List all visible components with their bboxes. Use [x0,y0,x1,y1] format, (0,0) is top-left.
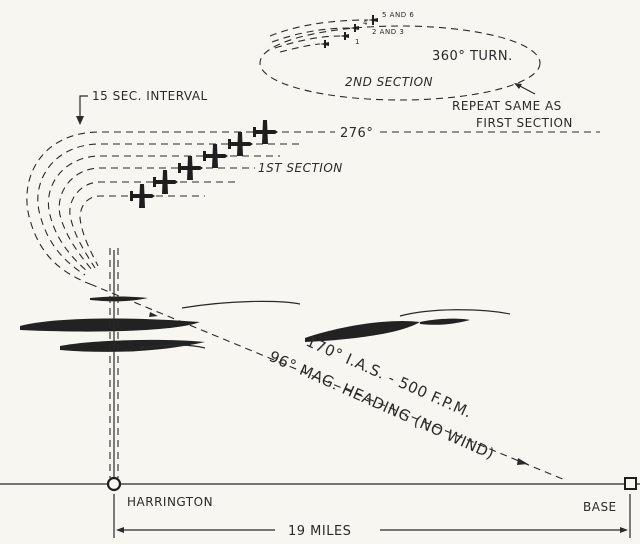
label-repeat-line1: REPEAT SAME AS [452,99,562,113]
label-5and6: 5 AND 6 [382,11,414,19]
second-section-aircraft [320,15,378,48]
distance-dimension [113,494,631,538]
first-section-aircraft [130,120,278,208]
descent-arrowhead [517,458,528,465]
repeat-arrow [517,84,536,95]
label-1: 1 [355,38,360,46]
base-marker [624,477,637,490]
label-interval: 15 SEC. INTERVAL [92,89,208,103]
harrington-marker [106,476,122,492]
label-2and3: 2 AND 3 [372,28,404,36]
label-base: BASE [583,500,617,514]
first-section-leads [156,131,600,197]
descent-mid-arrowhead [149,312,158,317]
interval-arrowhead [76,116,84,125]
label-heading-276: 276° [340,126,373,141]
descent-track [89,283,566,481]
second-section-oval [259,25,541,101]
label-distance: 19 MILES [288,524,351,539]
label-repeat-line2: FIRST SECTION [476,116,573,130]
label-360-turn: 360° TURN. [432,49,513,64]
second-section-trails [269,19,369,53]
beacon-lines [109,248,119,478]
label-second-section: 2ND SECTION [345,75,433,89]
label-4: 4 [363,19,368,27]
clouds [20,296,511,352]
interval-bracket [79,95,88,118]
repeat-arrowhead [514,83,522,89]
label-first-section: 1ST SECTION [258,161,343,175]
first-section-paths [26,131,265,285]
label-harrington: HARRINGTON [127,495,213,509]
